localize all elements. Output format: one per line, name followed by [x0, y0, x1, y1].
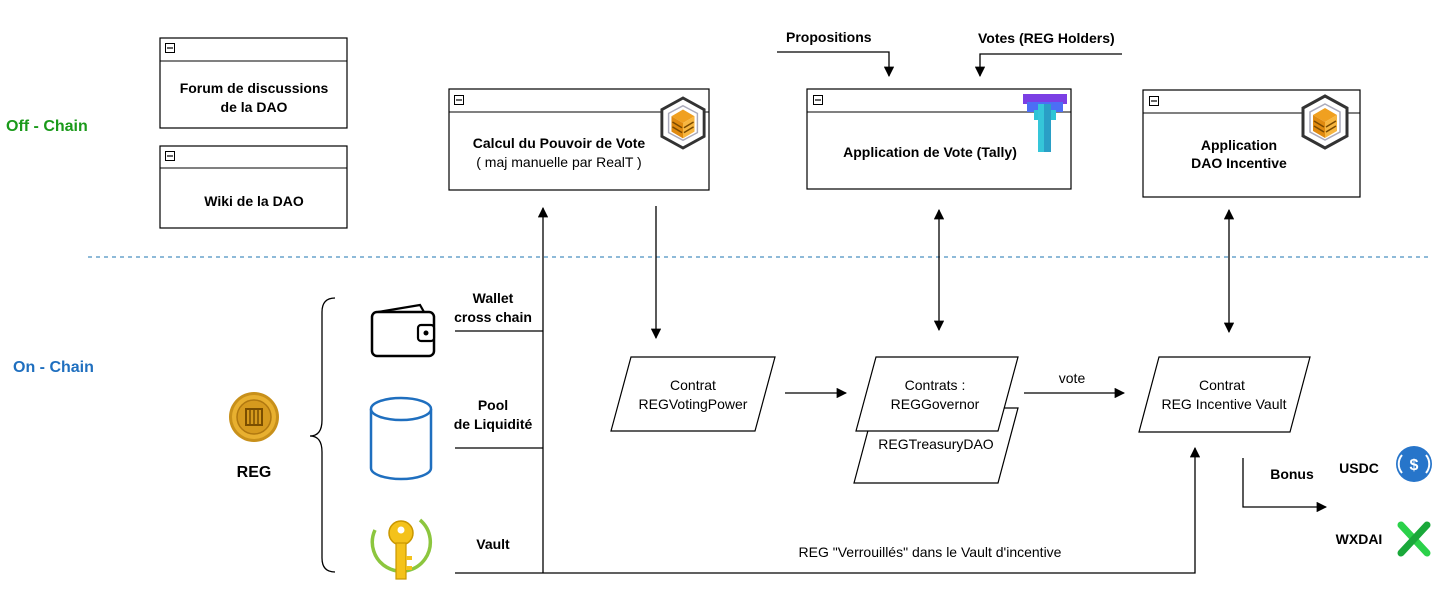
vault-label: Vault — [476, 536, 510, 552]
tally-logo-icon — [1023, 94, 1067, 152]
usdc-label: USDC — [1339, 460, 1379, 476]
vote-application-title: Application de Vote (Tally) — [843, 144, 1017, 160]
wxdai-label: WXDAI — [1336, 531, 1383, 547]
wiki-box[interactable]: Wiki de la DAO — [159, 145, 348, 229]
bonus-arrow — [1242, 458, 1328, 513]
voting-power-contract[interactable]: Contrat REGVotingPower — [610, 356, 776, 432]
wallet-label-line1: Wallet — [473, 290, 514, 306]
on-chain-label: On - Chain — [13, 359, 94, 376]
governor-contract[interactable]: Contrats : REGGovernor — [855, 356, 1019, 432]
governor-line2: REGGovernor — [891, 396, 980, 412]
governor-line1: Contrats : — [905, 377, 966, 393]
treasury-label: REGTreasuryDAO — [878, 436, 994, 452]
usdc-logo-icon: $ — [1396, 446, 1432, 482]
svg-text:$: $ — [1410, 457, 1419, 474]
realt-house-logo-icon — [1301, 94, 1349, 150]
pool-label-line2: de Liquidité — [454, 416, 533, 432]
reg-coin-icon — [229, 392, 279, 442]
incentive-app-title-line2: DAO Incentive — [1191, 155, 1287, 171]
incentive-vault-line1: Contrat — [1199, 377, 1245, 393]
wallet-label-line2: cross chain — [454, 309, 532, 325]
incentive-vault-contract[interactable]: Contrat REG Incentive Vault — [1138, 356, 1311, 433]
voting-power-line2: REGVotingPower — [639, 396, 748, 412]
key-icon — [370, 518, 433, 580]
minus-square-icon[interactable] — [813, 95, 823, 105]
propositions-arrow — [777, 51, 895, 78]
votes-arrow — [974, 53, 1122, 78]
locked-reg-label: REG "Verrouillés" dans le Vault d'incent… — [799, 544, 1062, 560]
vote-flow-label: vote — [1059, 370, 1086, 386]
minus-square-icon[interactable] — [165, 151, 175, 161]
cylinder-database-icon — [369, 396, 433, 481]
calcul-subtitle: ( maj manuelle par RealT ) — [476, 154, 641, 170]
forum-box[interactable]: Forum de discussions de la DAO — [159, 37, 348, 129]
off-chain-label: Off - Chain — [6, 118, 88, 135]
forum-title-line1: Forum de discussions — [180, 80, 329, 96]
pool-label-line1: Pool — [478, 397, 508, 413]
reg-label: REG — [237, 464, 272, 481]
minus-square-icon[interactable] — [454, 95, 464, 105]
bonus-label: Bonus — [1270, 466, 1314, 482]
incentive-app-title-line1: Application — [1201, 137, 1277, 153]
forum-title-line2: de la DAO — [221, 99, 288, 115]
voting-power-line1: Contrat — [670, 377, 716, 393]
wiki-title: Wiki de la DAO — [204, 193, 304, 209]
wallet-icon — [370, 303, 436, 358]
incentive-application-box[interactable]: Application DAO Incentive — [1142, 89, 1361, 198]
wxdai-logo-icon — [1397, 521, 1431, 557]
calcul-pouvoir-box[interactable]: Calcul du Pouvoir de Vote ( maj manuelle… — [448, 88, 710, 191]
incentive-vault-line2: REG Incentive Vault — [1161, 396, 1286, 412]
vault-to-incentive-arrow — [455, 446, 1201, 574]
realt-house-logo-icon — [660, 96, 706, 150]
votes-label: Votes (REG Holders) — [978, 30, 1115, 46]
propositions-label: Propositions — [786, 29, 872, 45]
minus-square-icon[interactable] — [165, 43, 175, 53]
calcul-title: Calcul du Pouvoir de Vote — [473, 135, 646, 151]
vote-application-box[interactable]: Application de Vote (Tally) — [806, 88, 1072, 190]
minus-square-icon[interactable] — [1149, 96, 1159, 106]
sources-brace — [309, 297, 336, 573]
